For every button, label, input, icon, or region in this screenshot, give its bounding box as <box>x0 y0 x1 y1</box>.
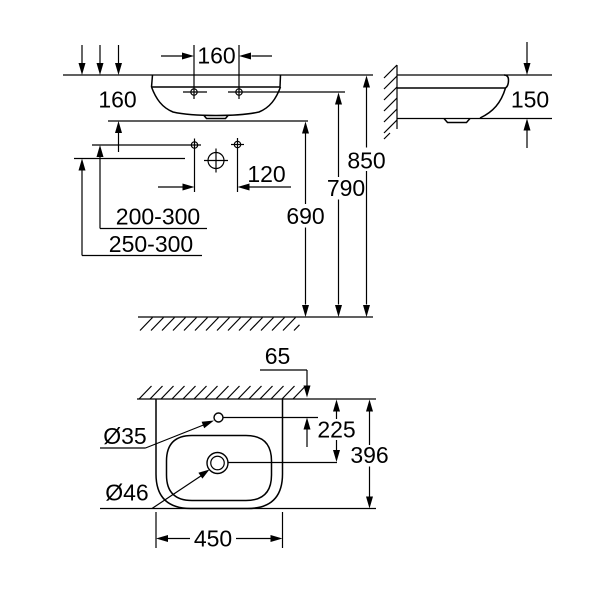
down-arrow-icon <box>302 305 309 317</box>
dim-deck-height: 790 <box>327 92 365 317</box>
wall-reference-arrows <box>78 45 122 75</box>
basin-side-outline <box>397 74 552 124</box>
down-arrow-icon <box>523 63 531 75</box>
tap-hole-plan: Ø35 <box>100 412 318 449</box>
front-view: 160 160 120 <box>63 43 386 331</box>
dim-label-120: 120 <box>247 161 285 187</box>
dim-tap-hole-spacing: 160 <box>161 43 272 69</box>
side-view: 150 <box>383 42 552 148</box>
dim-depth: 396 <box>350 399 389 509</box>
up-arrow-icon <box>96 145 104 157</box>
down-arrow-icon <box>335 305 342 317</box>
dim-underside-height: 690 <box>286 121 325 317</box>
mounting-hole-icon <box>233 140 242 149</box>
right-arrow-icon <box>182 183 195 191</box>
dim-hole-spacing: 120 <box>158 161 291 191</box>
dim-rim-height: 850 <box>347 75 386 317</box>
drain-boss-front <box>203 115 229 120</box>
up-arrow-icon <box>523 118 531 131</box>
floor-line <box>138 316 373 331</box>
mounting-holes <box>74 138 244 192</box>
basin-front-outline <box>150 74 282 120</box>
tap-hole-icon <box>190 88 198 96</box>
drain-outlet-icon <box>207 151 225 170</box>
dim-label-850: 850 <box>347 148 385 174</box>
dim-label-150: 150 <box>511 87 549 113</box>
wall-hatching <box>383 64 398 140</box>
down-arrow-icon <box>96 63 104 75</box>
tap-holes-front <box>183 45 345 99</box>
dim-tap-hole-wall-offset: 65 <box>260 343 311 447</box>
dim-label-396: 396 <box>350 442 388 468</box>
down-arrow-icon <box>363 305 370 317</box>
drain-inner-icon <box>210 455 225 471</box>
up-arrow-icon <box>78 158 86 171</box>
right-arrow-icon <box>182 52 194 60</box>
dim-label-65: 65 <box>265 343 291 369</box>
left-arrow-icon <box>156 535 168 542</box>
down-arrow-icon <box>366 496 373 509</box>
dim-label-450: 450 <box>194 526 232 552</box>
right-arrow-icon <box>270 535 283 542</box>
dim-width: 450 <box>155 512 284 552</box>
drain-outer-icon <box>206 451 229 475</box>
dim-label-160-left: 160 <box>98 87 136 113</box>
mounting-hole-icon <box>190 141 199 149</box>
up-arrow-icon <box>366 399 373 412</box>
dim-label-790: 790 <box>327 175 365 201</box>
dim-label-160-top: 160 <box>197 43 235 69</box>
drain-boss-side <box>443 118 471 124</box>
leader-arrow-icon <box>201 420 214 429</box>
left-arrow-icon <box>239 52 251 60</box>
down-arrow-icon <box>333 450 340 462</box>
bowl-inner-outline <box>165 434 273 502</box>
up-arrow-icon <box>333 399 340 412</box>
left-arrow-icon <box>237 183 250 191</box>
plan-wall <box>137 385 376 400</box>
dim-label-225: 225 <box>317 417 355 443</box>
dim-label-250-300: 250-300 <box>109 231 193 257</box>
floor-hatching <box>139 317 300 331</box>
dim-label-dia46: Ø46 <box>105 480 148 506</box>
leader-arrow-icon <box>198 469 210 479</box>
dim-label-dia35: Ø35 <box>103 423 146 449</box>
dim-trap-range: 250-300 <box>78 158 202 257</box>
down-arrow-icon <box>303 385 311 398</box>
dim-basin-height: 160 <box>98 87 137 152</box>
up-arrow-icon <box>335 92 342 105</box>
dim-drain-range: 200-300 <box>96 145 207 230</box>
dim-label-690: 690 <box>286 203 324 229</box>
tap-hole-icon <box>235 88 243 96</box>
drain-plan: Ø46 <box>105 451 337 509</box>
dim-drain-wall-offset: 225 <box>317 399 356 462</box>
plan-view: 65 Ø35 Ø46 <box>100 343 389 552</box>
tap-hole-icon <box>213 412 224 423</box>
dim-label-200-300: 200-300 <box>116 204 200 230</box>
down-arrow-icon <box>115 63 122 75</box>
wall-hatching <box>138 385 306 400</box>
down-arrow-icon <box>78 63 86 75</box>
up-arrow-icon <box>302 121 309 134</box>
side-wall <box>383 64 398 140</box>
dim-basin-thickness: 150 <box>511 42 549 148</box>
up-arrow-icon <box>363 75 370 88</box>
up-arrow-icon <box>303 417 311 430</box>
up-arrow-icon <box>115 121 122 133</box>
